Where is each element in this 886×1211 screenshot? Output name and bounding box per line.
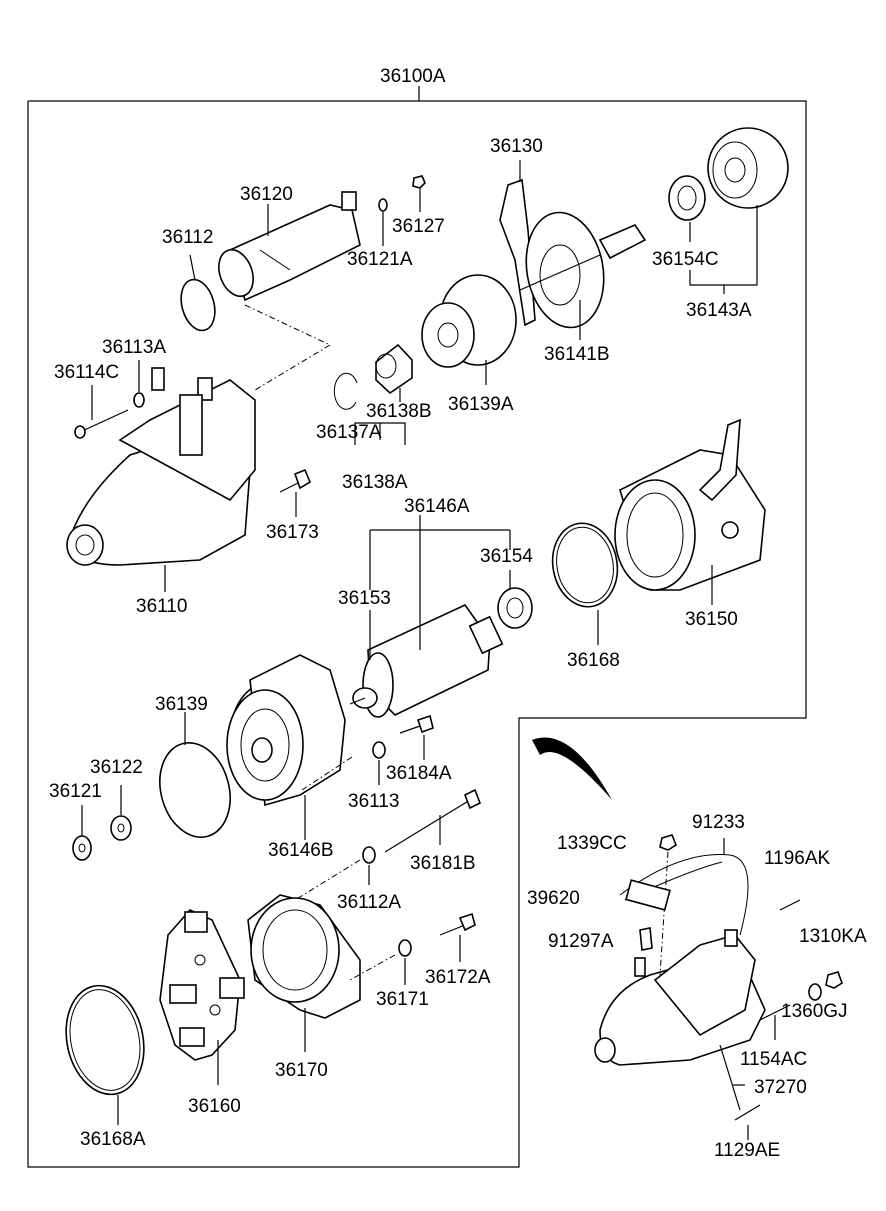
label-36110: 36110 <box>136 596 187 617</box>
nut-36121A[interactable] <box>378 198 388 246</box>
o-ring-36139[interactable] <box>150 712 241 845</box>
label-36112: 36112 <box>162 227 213 248</box>
label-36141B: 36141B <box>544 344 610 365</box>
label-36170: 36170 <box>275 1060 328 1081</box>
bracket-91297A[interactable] <box>639 927 653 951</box>
label-36153: 36153 <box>338 588 391 609</box>
o-ring-36168[interactable] <box>546 518 624 645</box>
label-36114C: 36114C <box>54 362 119 383</box>
inset-starter-assembly[interactable] <box>594 929 766 1066</box>
label-36138B: 36138B <box>366 401 432 422</box>
label-36121A: 36121A <box>347 249 413 270</box>
label-36138A: 36138A <box>342 472 408 493</box>
label-36120: 36120 <box>240 184 293 205</box>
label-36112A: 36112A <box>337 892 401 913</box>
label-36137A: 36137A <box>316 422 382 443</box>
label-36113: 36113 <box>348 791 399 812</box>
washer-36122[interactable] <box>110 785 132 841</box>
drive-lever-36130[interactable] <box>499 160 536 327</box>
label-36122: 36122 <box>90 757 143 778</box>
label-assembly: 36100A <box>380 66 446 87</box>
solenoid-36120[interactable] <box>213 191 361 302</box>
label-36121: 36121 <box>49 781 102 802</box>
bolt-36173[interactable] <box>279 468 312 517</box>
label-36168A: 36168A <box>80 1129 146 1150</box>
connector-39620[interactable] <box>625 879 671 911</box>
label-1360GJ: 1360GJ <box>781 1001 848 1022</box>
bearing-36154[interactable] <box>497 570 533 629</box>
part-labels: 36100A 36120 36127 36130 36112 36121A 36… <box>49 66 867 1161</box>
o-ring-36112[interactable] <box>176 254 220 334</box>
washer-36112A[interactable] <box>362 846 376 885</box>
snap-ring-36137A[interactable] <box>333 372 406 445</box>
yoke-36150[interactable] <box>614 418 766 605</box>
bolt-1129AE[interactable] <box>734 1104 761 1140</box>
armature-36153[interactable] <box>349 603 504 718</box>
bolt-36172A[interactable] <box>439 912 476 962</box>
nut-1310KA[interactable] <box>825 971 843 989</box>
rear-housing-36146B[interactable] <box>226 654 346 840</box>
label-36146B: 36146B <box>268 840 334 861</box>
o-ring-36168A[interactable] <box>56 978 153 1125</box>
label-1196AK: 1196AK <box>764 848 831 869</box>
label-36154: 36154 <box>480 546 533 567</box>
main-frame <box>27 86 807 1168</box>
inset-arrow <box>532 737 612 800</box>
washer-36113[interactable] <box>372 741 386 785</box>
label-36139A: 36139A <box>448 394 514 415</box>
stud-1154AC[interactable] <box>759 1004 791 1040</box>
label-37270: 37270 <box>754 1077 807 1098</box>
label-36154C: 36154C <box>652 249 719 270</box>
nut-1339CC[interactable] <box>659 834 677 976</box>
label-1154AC: 1154AC <box>740 1049 807 1070</box>
bearing-36154C[interactable] <box>668 175 706 242</box>
end-cover-36170[interactable] <box>247 894 361 1052</box>
pinion-36139A[interactable] <box>421 274 517 385</box>
label-36127: 36127 <box>392 216 445 237</box>
label-91297A: 91297A <box>548 931 614 952</box>
label-36171: 36171 <box>376 989 429 1010</box>
label-1339CC: 1339CC <box>557 833 627 854</box>
label-36146A: 36146A <box>404 496 470 517</box>
bearing-36143A[interactable] <box>689 127 789 294</box>
label-36181B: 36181B <box>410 853 476 874</box>
washer-1360GJ[interactable] <box>808 983 822 1001</box>
washer-36113A[interactable] <box>133 360 145 408</box>
label-1310KA: 1310KA <box>799 926 867 947</box>
label-36172A: 36172A <box>425 967 491 988</box>
front-housing-36110[interactable] <box>66 367 256 592</box>
ground-strap-37270[interactable] <box>719 1044 745 1111</box>
label-36113A: 36113A <box>102 337 166 358</box>
brush-holder-36160[interactable] <box>159 909 245 1085</box>
label-36150: 36150 <box>685 609 738 630</box>
washer-36121[interactable] <box>72 805 92 861</box>
bolt-36184A[interactable] <box>399 714 434 760</box>
label-36139: 36139 <box>155 694 208 715</box>
label-36184A: 36184A <box>386 763 452 784</box>
label-91233: 91233 <box>692 812 745 833</box>
nut-36127[interactable] <box>412 175 426 212</box>
label-36160: 36160 <box>188 1096 241 1117</box>
label-39620: 39620 <box>527 888 580 909</box>
bolt-36114C[interactable] <box>74 385 129 439</box>
bolt-1196AK[interactable] <box>779 899 801 911</box>
label-36168: 36168 <box>567 650 620 671</box>
label-36173: 36173 <box>266 522 319 543</box>
washer-36171[interactable] <box>398 939 412 985</box>
label-1129AE: 1129AE <box>714 1140 780 1161</box>
gear-housing-36141B[interactable] <box>518 206 647 340</box>
label-36130: 36130 <box>490 136 543 157</box>
through-bolt-36181B[interactable] <box>384 788 482 853</box>
collar-36138B[interactable] <box>375 343 413 402</box>
label-36143A: 36143A <box>686 300 752 321</box>
